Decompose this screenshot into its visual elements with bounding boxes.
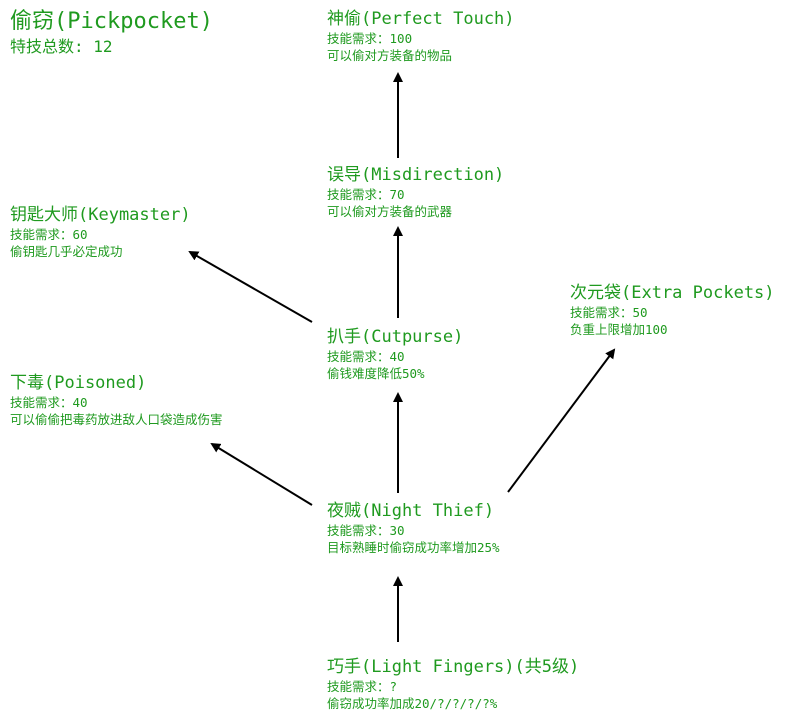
- perk-requirement: 技能需求：100: [327, 30, 413, 46]
- perk-description: 可以偷对方装备的物品: [327, 47, 453, 63]
- skill-tree-header: 偷窃(Pickpocket) 特技总数: 12: [10, 8, 213, 58]
- edge-layer: [188, 72, 616, 642]
- perk-night-thief[interactable]: 夜贼(Night Thief) 技能需求：30 目标熟睡时偷窃成功率增加25%: [327, 500, 500, 557]
- perk-name: 扒手(Cutpurse): [327, 327, 464, 347]
- perk-name: 下毒(Poisoned): [10, 373, 147, 393]
- perk-requirement: 技能需求：40: [327, 348, 405, 364]
- perk-poisoned[interactable]: 下毒(Poisoned) 技能需求：40 可以偷偷把毒药放进敌人口袋造成伤害: [10, 372, 223, 429]
- perk-requirement: 技能需求：?: [327, 678, 398, 694]
- perk-extra-pockets[interactable]: 次元袋(Extra Pockets) 技能需求：50 负重上限增加100: [570, 282, 775, 339]
- perk-count-value: 12: [93, 36, 113, 56]
- perk-description: 偷窃成功率加成20/?/?/?/?%: [327, 695, 498, 711]
- edge-night_thief-to-poisoned: [210, 442, 313, 506]
- perk-description: 偷钥匙几乎必定成功: [10, 243, 123, 259]
- perk-description: 可以偷偷把毒药放进敌人口袋造成伤害: [10, 411, 223, 427]
- perk-description: 偷钱难度降低50%: [327, 365, 425, 381]
- perk-description: 目标熟睡时偷窃成功率增加25%: [327, 539, 500, 555]
- perk-count-label: 特技总数: [10, 36, 75, 56]
- perk-requirement: 技能需求：30: [327, 522, 405, 538]
- perk-description: 负重上限增加100: [570, 321, 668, 337]
- edge-cutpurse-to-keymaster: [188, 251, 313, 323]
- perk-perfect-touch[interactable]: 神偷(Perfect Touch) 技能需求：100 可以偷对方装备的物品: [327, 8, 515, 65]
- perk-requirement: 技能需求：50: [570, 304, 648, 320]
- perk-misdirection[interactable]: 误导(Misdirection) 技能需求：70 可以偷对方装备的武器: [327, 164, 504, 221]
- perk-description: 可以偷对方装备的武器: [327, 203, 453, 219]
- tree-title: 偷窃(Pickpocket): [10, 9, 213, 34]
- perk-name: 巧手(Light Fingers)(共5级): [327, 657, 580, 677]
- perk-requirement: 技能需求：70: [327, 186, 405, 202]
- perk-name: 钥匙大师(Keymaster): [10, 205, 191, 225]
- perk-name: 夜贼(Night Thief): [327, 501, 495, 521]
- perk-name: 次元袋(Extra Pockets): [570, 283, 775, 303]
- perk-keymaster[interactable]: 钥匙大师(Keymaster) 技能需求：60 偷钥匙几乎必定成功: [10, 204, 191, 261]
- perk-name: 神偷(Perfect Touch): [327, 9, 515, 29]
- perk-name: 误导(Misdirection): [327, 165, 505, 185]
- perk-count: 特技总数: 12: [10, 36, 113, 56]
- perk-light-fingers[interactable]: 巧手(Light Fingers)(共5级) 技能需求：? 偷窃成功率加成20/…: [327, 656, 579, 713]
- perk-requirement: 技能需求：60: [10, 226, 88, 242]
- perk-cutpurse[interactable]: 扒手(Cutpurse) 技能需求：40 偷钱难度降低50%: [327, 326, 463, 383]
- edge-night_thief-to-extra_pockets: [507, 348, 616, 493]
- perk-requirement: 技能需求：40: [10, 394, 88, 410]
